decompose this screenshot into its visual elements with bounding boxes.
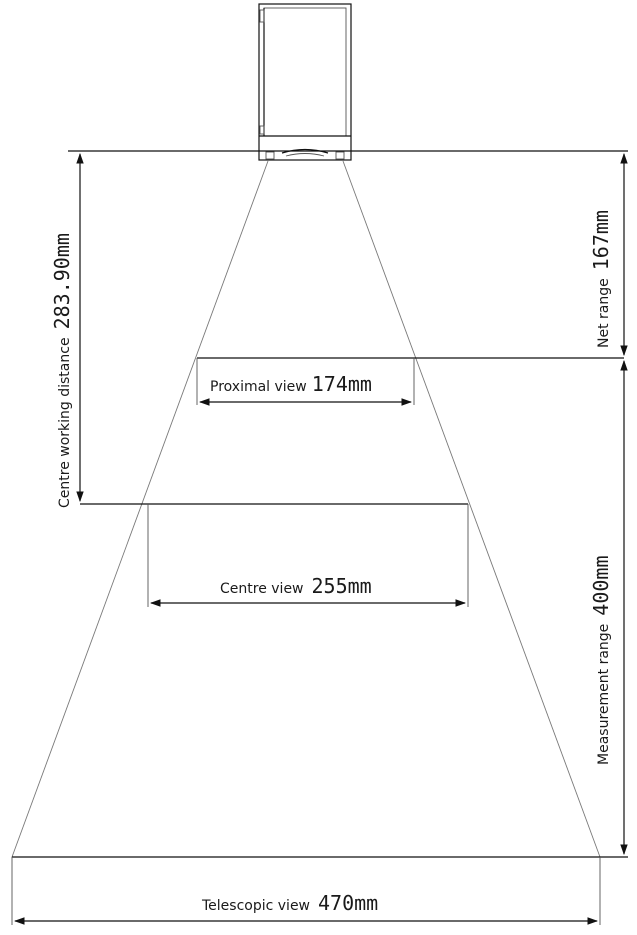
telescopic-view-value: 470mm: [318, 891, 378, 915]
net-range-prefix: Net range: [596, 278, 612, 348]
centre-view-label: Centre view 255mm: [220, 574, 372, 598]
net-range-group: Net range 167mm: [589, 152, 628, 357]
proximal-view-prefix: Proximal view: [210, 379, 307, 395]
measurement-range-prefix: Measurement range: [596, 624, 612, 765]
working-distance-prefix: Centre working distance: [57, 337, 73, 508]
telescopic-view-group: Telescopic view 470mm: [11, 856, 628, 925]
camera-housing: [258, 3, 352, 161]
working-distance-label: Centre working distance 283.90mm: [50, 233, 74, 508]
telescopic-view-prefix: Telescopic view: [201, 898, 310, 914]
fov-boundary-left: [11, 160, 269, 858]
fov-boundary-right: [342, 160, 601, 858]
working-distance-value: 283.90mm: [50, 233, 74, 329]
centre-view-value: 255mm: [312, 574, 372, 598]
camera-clip-top: [259, 9, 265, 23]
camera-inner-panel: [263, 7, 347, 137]
proximal-view-group: Proximal view 174mm: [196, 357, 624, 406]
proximal-view-value: 174mm: [312, 372, 372, 396]
net-range-value: 167mm: [589, 210, 613, 270]
measurement-range-value: 400mm: [589, 556, 613, 616]
camera-device: [258, 3, 352, 161]
camera-clip-bottom: [259, 125, 265, 135]
camera-lens-inner: [285, 153, 325, 157]
net-range-label: Net range 167mm: [589, 210, 613, 348]
measurement-range-group: Measurement range 400mm: [589, 359, 628, 856]
proximal-view-label: Proximal view 174mm: [210, 372, 372, 396]
working-distance-group: Centre working distance 283.90mm: [50, 152, 84, 508]
centre-view-group: Centre view 255mm: [80, 503, 469, 607]
camera-lens-mount-left: [265, 151, 275, 160]
camera-lens: [281, 148, 329, 154]
camera-lens-mount-right: [335, 151, 345, 160]
measurement-range-label: Measurement range 400mm: [589, 556, 613, 766]
centre-view-prefix: Centre view: [220, 581, 304, 597]
telescopic-view-label: Telescopic view 470mm: [201, 891, 378, 915]
